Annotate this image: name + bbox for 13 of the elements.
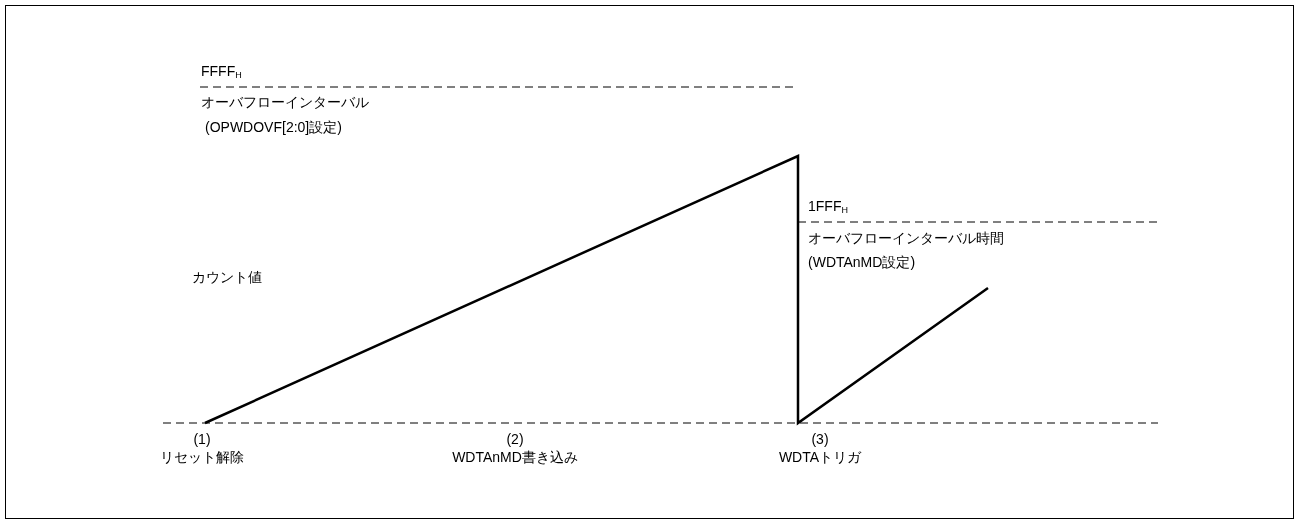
axis-label: カウント値 (192, 269, 262, 286)
point-number: (2) (506, 431, 524, 448)
point-number: (3) (811, 431, 829, 448)
event-label: リセット解除 (160, 449, 244, 466)
event-label: WDTAnMD書き込み (452, 449, 578, 466)
point-number: (1) (193, 431, 211, 448)
value-label: 1FFF$_{H}$ (808, 198, 848, 217)
axis-label: オーバフローインターバル時間 (808, 230, 1004, 247)
event-label: WDTAトリガ (778, 449, 862, 466)
axis-label: (OPWDOVF[2:0]設定) (205, 119, 342, 136)
axis-label: オーバフローインターバル (201, 94, 369, 111)
value-label: FFFF$_{H}$ (201, 63, 242, 82)
axis-label: (WDTAnMD設定) (808, 254, 916, 271)
